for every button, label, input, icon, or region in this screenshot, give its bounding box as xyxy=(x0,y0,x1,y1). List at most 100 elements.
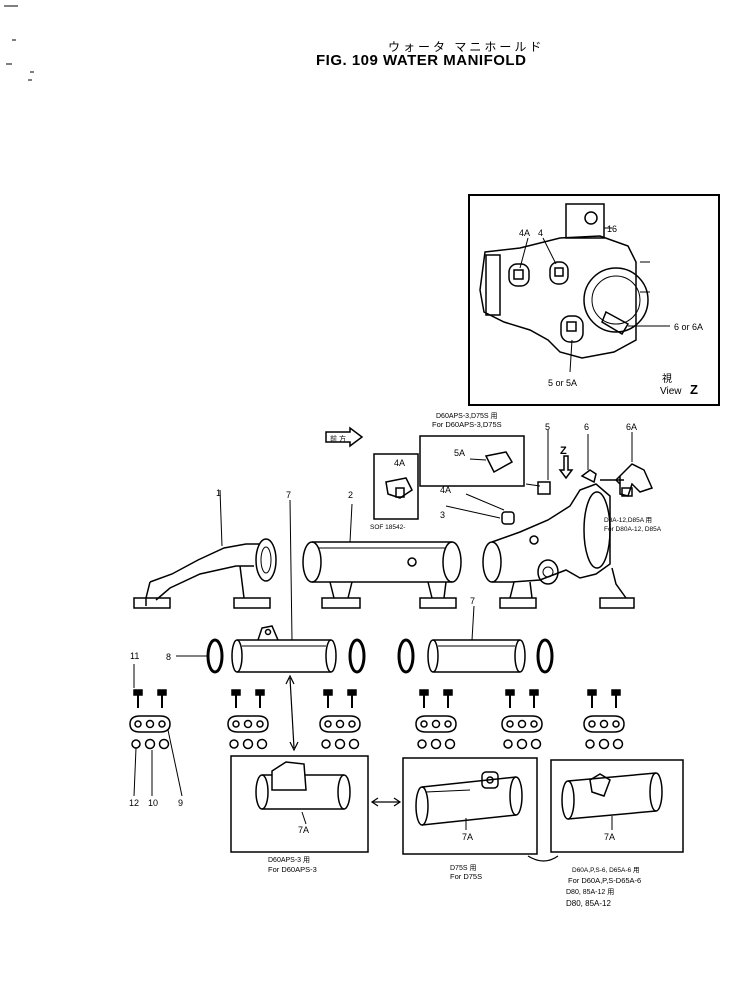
bolt-head xyxy=(529,689,539,696)
washer xyxy=(530,738,542,750)
bolt-head xyxy=(419,689,429,696)
variant-2-note-en: For D75S xyxy=(450,872,482,881)
callout-11: 11 xyxy=(130,651,139,661)
gasket xyxy=(319,715,361,733)
note-6a-en: For D80A-12, D85A xyxy=(604,526,662,533)
gasket-hole xyxy=(145,719,155,729)
gasket-hole xyxy=(588,720,596,728)
title-japanese: ウォータ マニホールド xyxy=(388,40,545,54)
detail-4a-note: SOF 18542- xyxy=(370,524,405,531)
view-z-callout-16: 16 xyxy=(607,224,617,234)
variant-3-label: 7A xyxy=(604,832,615,842)
variant-1-note-jp: D60APS-3 用 xyxy=(268,856,310,864)
callout-2: 2 xyxy=(348,490,353,500)
variant-box-1 xyxy=(230,755,369,853)
washer xyxy=(348,738,360,750)
gasket-hole xyxy=(243,719,253,729)
bolt-head xyxy=(347,689,357,696)
gasket-hole xyxy=(256,720,264,728)
gasket xyxy=(583,715,625,733)
variant-2-note-jp: D75S 用 xyxy=(450,864,476,872)
gasket-hole xyxy=(444,720,452,728)
gasket-hole xyxy=(612,720,620,728)
detail-5a-label: 5A xyxy=(454,448,465,458)
variant-3-note-jp: D60A,P,S-6, D65A-6 用 xyxy=(572,866,639,874)
view-z-callout-5: 5 or 5A xyxy=(548,378,577,388)
view-z-callout-4: 4 xyxy=(538,228,543,238)
pipe-7-left xyxy=(231,499,337,673)
callout-3: 3 xyxy=(440,510,445,520)
variant-box-2 xyxy=(402,757,538,855)
variant-box-3 xyxy=(550,759,684,853)
front-mark-label: 前 方 xyxy=(330,434,346,443)
callout-6: 6 xyxy=(584,422,589,432)
gasket-hole xyxy=(420,720,428,728)
gasket xyxy=(501,715,543,733)
detail-5a-box xyxy=(419,435,525,487)
callout-7-right: 7 xyxy=(470,596,475,606)
gasket-hole xyxy=(324,720,332,728)
washer xyxy=(430,738,442,750)
bolt-head xyxy=(587,689,597,696)
margin-specks xyxy=(4,5,34,81)
gasket-hole xyxy=(517,719,527,729)
gasket-hole xyxy=(506,720,514,728)
callout-z: Z xyxy=(560,445,567,457)
detail-5a-note-en: For D60APS-3,D75S xyxy=(432,420,502,429)
washer xyxy=(444,738,456,750)
callout-5: 5 xyxy=(545,422,550,432)
gasket xyxy=(227,715,269,733)
bolt-head xyxy=(255,689,265,696)
variant-1-note-en: For D60APS-3 xyxy=(268,865,317,874)
gasket-hole xyxy=(348,720,356,728)
callout-6a: 6A xyxy=(626,422,637,432)
variant-2-label: 7A xyxy=(462,832,473,842)
variant-3-note-en: For D60A,P,S-D65A-6 xyxy=(568,876,641,885)
front-arrow xyxy=(325,426,364,448)
washer xyxy=(334,738,346,750)
gasket-hole xyxy=(335,719,345,729)
washer xyxy=(516,738,528,750)
lock-washer xyxy=(321,739,331,749)
washer xyxy=(158,738,170,750)
lock-washer xyxy=(417,739,427,749)
washer xyxy=(598,738,610,750)
view-z-label: View xyxy=(660,386,682,397)
bolt-head xyxy=(611,689,621,696)
view-z-arrow xyxy=(558,455,574,480)
o-rings xyxy=(176,638,554,674)
lock-washer xyxy=(585,739,595,749)
part-3-manifold xyxy=(445,483,635,609)
pipe-7-right xyxy=(427,605,526,673)
lock-washer xyxy=(131,739,141,749)
callout-10: 10 xyxy=(148,798,158,808)
gasket-hole xyxy=(158,720,166,728)
callout-9: 9 xyxy=(178,798,183,808)
variant-1-label: 7A xyxy=(298,825,309,835)
callout-1: 1 xyxy=(216,488,221,498)
callout-7-top: 7 xyxy=(286,490,291,500)
gasket-hole xyxy=(431,719,441,729)
bolt-head xyxy=(231,689,241,696)
gasket xyxy=(129,715,171,733)
view-z-label-jp: 視 xyxy=(662,372,672,385)
gasket-hole xyxy=(599,719,609,729)
bolt-head xyxy=(323,689,333,696)
elbow-6a xyxy=(619,432,654,497)
variant-3-note-jp2: D80, 85A-12 用 xyxy=(566,888,614,896)
bolt-head xyxy=(157,689,167,696)
detail-4a-box xyxy=(373,453,419,520)
part-2-manifold xyxy=(302,503,462,609)
detail-5a-note-jp: D60APS-3,D75S 用 xyxy=(436,412,497,420)
bolt-gasket-sets xyxy=(129,664,625,797)
washer xyxy=(242,738,254,750)
callout-4a: 4A xyxy=(440,485,451,495)
part-1-manifold xyxy=(133,489,277,609)
leader-12 xyxy=(133,747,137,797)
gasket xyxy=(415,715,457,733)
view-z-callout-4a: 4A xyxy=(519,228,530,238)
interchange-arrows xyxy=(285,674,559,862)
bolt-head xyxy=(133,689,143,696)
bolt-head xyxy=(443,689,453,696)
